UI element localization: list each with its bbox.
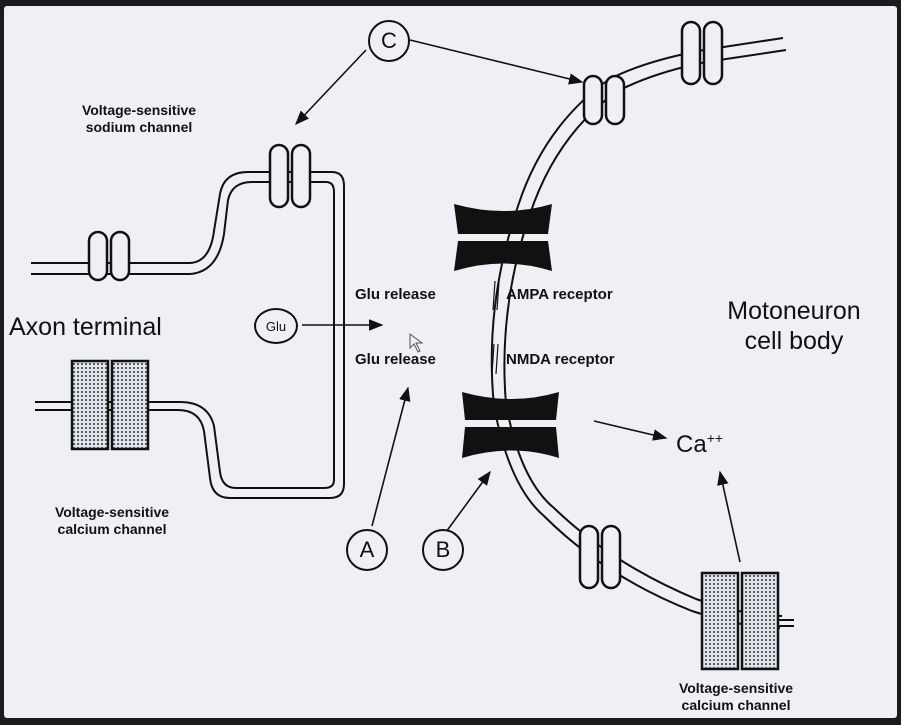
- nmda-receptor-shape: [462, 392, 559, 458]
- motoneuron-sodium-channel-upper-left: [582, 74, 626, 126]
- marker-c: C: [368, 20, 410, 62]
- slide: Voltage-sensitive sodium channel Axon te…: [4, 6, 897, 718]
- mouse-cursor-icon: [409, 333, 424, 353]
- calcium-ion-label: Ca++: [676, 430, 723, 459]
- motoneuron-calcium-channel-label-line2: calcium channel: [681, 697, 791, 713]
- glu-circle: Glu: [254, 308, 298, 344]
- glu-release-bottom-label: Glu release: [355, 351, 436, 368]
- calcium-ion-symbol: Ca: [676, 431, 707, 458]
- motoneuron-calcium-channel: [700, 571, 794, 671]
- axon-calcium-channel-label-line2: calcium channel: [57, 521, 167, 537]
- c-to-motoneuron-channel-arrow: [409, 39, 584, 85]
- motoneuron-calcium-channel-label-line1: Voltage-sensitive: [678, 680, 794, 696]
- marker-b: B: [422, 529, 464, 571]
- nmda-to-calcium-arrow: [593, 420, 668, 441]
- motoneuron-label-line2: cell body: [744, 327, 844, 355]
- axon-terminal-membrane: [31, 171, 345, 499]
- sodium-channel-label-line1: Voltage-sensitive: [81, 102, 197, 118]
- axon-sodium-channel-left: [87, 230, 131, 282]
- axon-calcium-channel: [70, 359, 150, 451]
- calcium-ion-charge: ++: [706, 430, 724, 446]
- axon-terminal-label: Axon terminal: [9, 313, 162, 341]
- b-to-nmda-arrow: [445, 470, 491, 533]
- sodium-channel-label: Voltage-sensitive sodium channel: [44, 102, 234, 136]
- synapse-diagram: [31, 20, 794, 671]
- ampa-receptor-label: AMPA receptor: [506, 286, 613, 303]
- receptor-label-dividers: [491, 280, 500, 375]
- a-to-glu-release-arrow: [371, 386, 411, 527]
- marker-a: A: [346, 529, 388, 571]
- motoneuron-sodium-channel-upper-right: [680, 20, 724, 86]
- nmda-receptor-label: NMDA receptor: [506, 351, 615, 368]
- sodium-channel-label-line2: sodium channel: [85, 119, 193, 135]
- motoneuron-label: Motoneuron cell body: [694, 296, 894, 356]
- axon-calcium-channel-label-line1: Voltage-sensitive: [54, 504, 170, 520]
- axon-calcium-channel-label: Voltage-sensitive calcium channel: [12, 504, 212, 538]
- axon-sodium-channel-top: [268, 143, 312, 209]
- motoneuron-label-line1: Motoneuron: [727, 297, 861, 325]
- ampa-receptor-shape: [454, 204, 552, 271]
- c-to-axon-channel-arrow: [295, 49, 367, 126]
- arrows: [295, 39, 741, 563]
- motoneuron-calcium-channel-label: Voltage-sensitive calcium channel: [636, 680, 836, 714]
- calcium-channel-to-ca-arrow: [717, 470, 741, 563]
- motoneuron-sodium-channel-lower: [578, 524, 622, 590]
- glu-release-top-label: Glu release: [355, 286, 436, 303]
